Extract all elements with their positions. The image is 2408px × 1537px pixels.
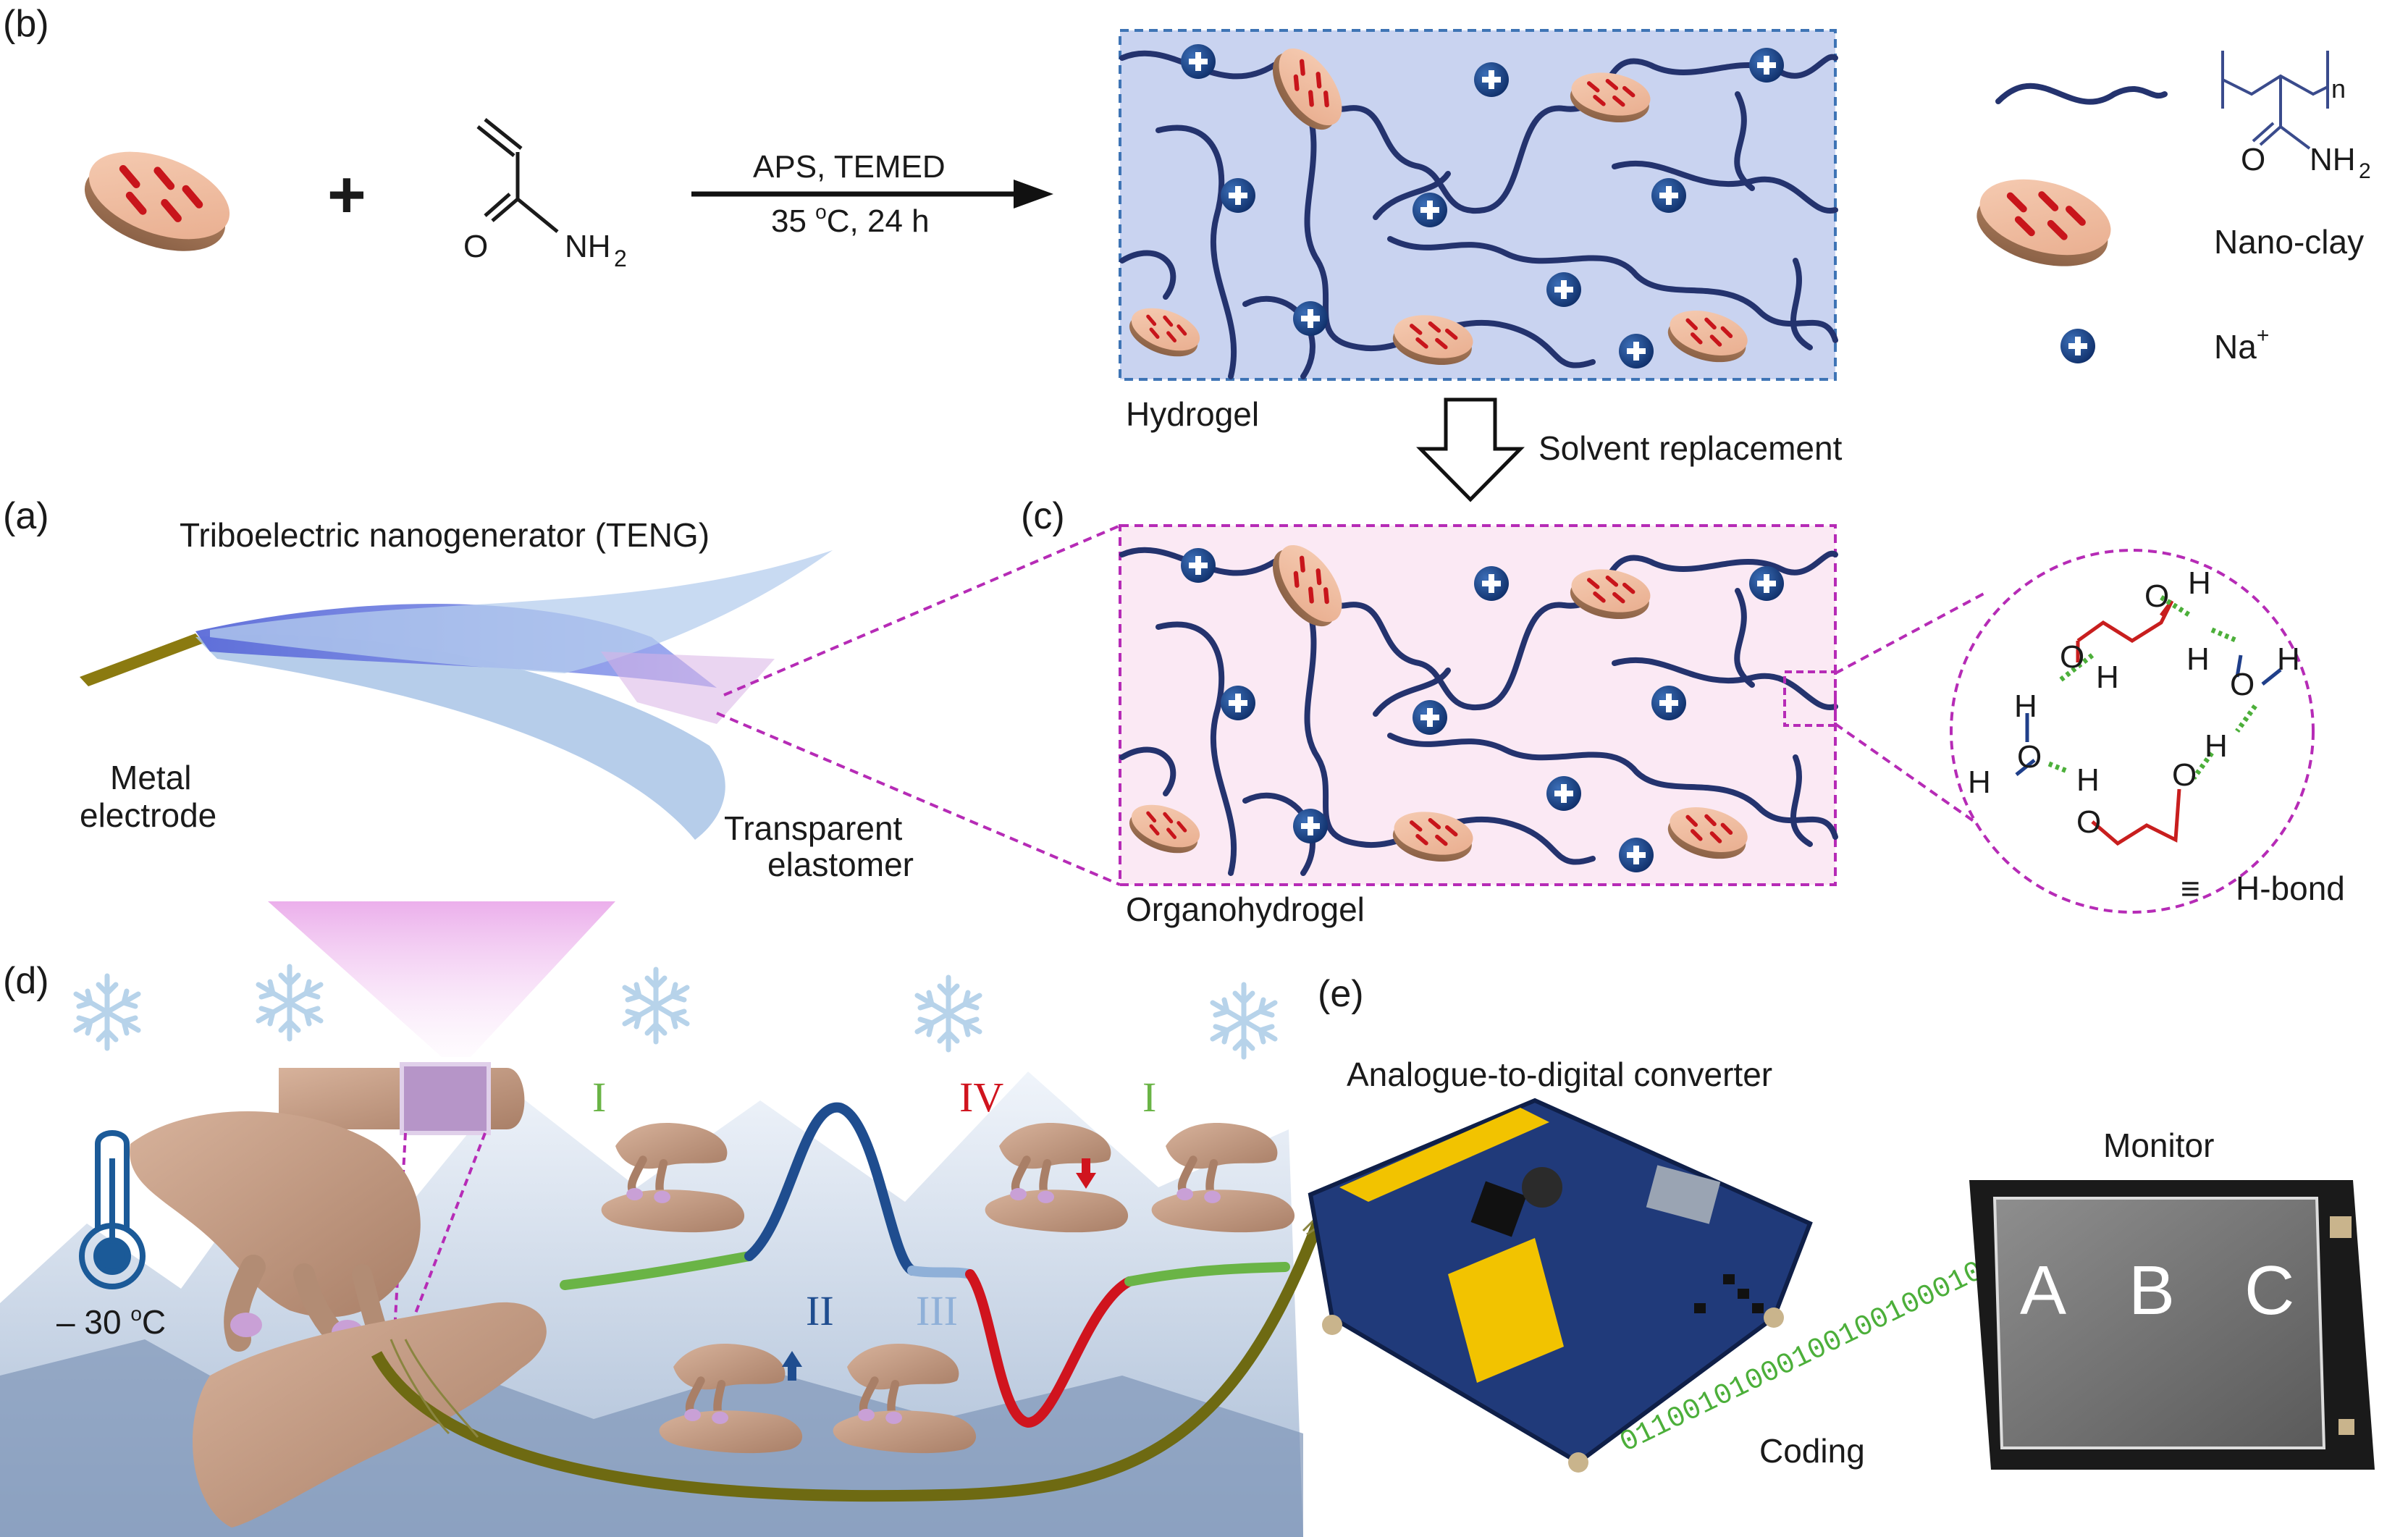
screen-letter-b: B (2129, 1252, 2175, 1329)
panel-label-d: (d) (3, 960, 49, 1002)
snowflake-icon (258, 967, 321, 1039)
metal-electrode-line2: electrode (80, 796, 216, 834)
temperature-label: – 30 oC (56, 1302, 166, 1341)
acrylamide-structure (476, 118, 559, 233)
hbond-legend-symbol: ≡ (2181, 869, 2200, 907)
conditions-tail: C, 24 h (827, 203, 930, 239)
conditions-main: 35 (771, 203, 815, 239)
acrylamide-nh: NH (565, 229, 611, 264)
na-ion-icon (2060, 329, 2095, 363)
temperature-sup: o (130, 1302, 142, 1325)
hbond-atom-5: H (2186, 641, 2210, 677)
snowflake-icon (917, 977, 980, 1050)
elastomer-line2: elastomer (767, 846, 914, 883)
reaction-arrowhead (1014, 180, 1053, 209)
temperature-main: – 30 (56, 1303, 130, 1341)
hydrogel-box (1119, 29, 1838, 381)
large-hands (130, 1111, 547, 1528)
finger-with-sensor (279, 1062, 525, 1135)
adc-board (1308, 1098, 1813, 1473)
hbond-atom-3: O (2060, 639, 2084, 675)
nano-clay-legend-icon (1969, 167, 2119, 279)
coding-label: Coding (1759, 1432, 1865, 1470)
stage-label-3: III (916, 1287, 958, 1334)
solvent-replacement-arrow (1416, 397, 1525, 502)
stage-label-1: I (592, 1074, 606, 1121)
nano-clay-icon (73, 135, 242, 269)
organohydrogel-label: Organohydrogel (1126, 890, 1365, 928)
hbond-atom-14: O (2076, 804, 2101, 840)
plus-sign: + (327, 158, 366, 232)
arrow-down-icon (1076, 1158, 1096, 1189)
panel-label-e: (e) (1318, 973, 1364, 1015)
temperature-tail: C (142, 1303, 166, 1341)
teng-title: Triboelectric nanogenerator (TENG) (180, 516, 710, 554)
adc-label: Analogue-to-digital converter (1347, 1056, 1772, 1093)
hbond-atom-10: H (1968, 765, 1991, 800)
arrow-up-icon (782, 1351, 802, 1381)
teng-device (80, 550, 833, 840)
hbond-atom-9: O (2017, 739, 2042, 775)
hbond-legend-label: H-bond (2236, 869, 2345, 907)
hbond-atom-7: H (2277, 641, 2300, 677)
thermometer-icon (79, 1130, 146, 1289)
signal-curve (560, 1102, 1290, 1428)
polyacrylamide-n: n (2331, 74, 2346, 104)
zoom-lines-a-to-c (716, 524, 1121, 886)
hbond-atom-6: O (2230, 667, 2255, 702)
zoom-lines-c-to-hbond (1834, 592, 2007, 845)
panel-label-a: (a) (3, 495, 49, 537)
snowflake-icon (625, 969, 687, 1042)
organohydrogel-box (1119, 524, 1838, 886)
na-label: Na+ (2214, 324, 2269, 366)
monitor-label: Monitor (2103, 1127, 2214, 1164)
hbond-atom-8: H (2014, 689, 2037, 724)
na-text: Na (2214, 328, 2257, 366)
hbond-atom-13: H (2076, 762, 2100, 798)
hbond-atom-12: H (2205, 728, 2228, 764)
solvent-replacement-label: Solvent replacement (1538, 429, 1843, 467)
hbond-circle: O H O H H O H H O H O H H O (1950, 549, 2315, 914)
polymer-chain-legend (1995, 83, 2168, 105)
acrylamide-sub: 2 (614, 245, 627, 271)
polyacrylamide-sub: 2 (2359, 159, 2371, 183)
na-sup: + (2257, 324, 2270, 348)
stage-label-2: II (806, 1287, 834, 1334)
snowflake-icon (76, 976, 138, 1048)
polyacrylamide-structure (2221, 51, 2329, 150)
conditions-label: 35 oC, 24 h (771, 201, 930, 239)
hbond-atom-4: H (2096, 660, 2119, 695)
light-spot (268, 901, 615, 1057)
hbond-atom-2: H (2188, 565, 2211, 601)
elastomer-line1: Transparent (724, 809, 903, 847)
reagents-label: APS, TEMED (753, 149, 946, 185)
panel-label-b: (b) (3, 3, 49, 45)
polyacrylamide-o: O (2241, 142, 2265, 177)
screen-letter-a: A (2020, 1252, 2066, 1329)
signal-wire (371, 1221, 1323, 1502)
hbond-atom-1: O (2144, 578, 2169, 614)
acrylamide-o: O (463, 229, 488, 264)
screen-letter-c: C (2244, 1252, 2294, 1329)
hydrogel-label: Hydrogel (1126, 395, 1259, 433)
hbond-atom-11: O (2172, 757, 2197, 793)
stage-label-4: IV (959, 1074, 1003, 1121)
nano-clay-label: Nano-clay (2214, 223, 2364, 261)
stage-label-5: I (1142, 1074, 1156, 1121)
monitor (1969, 1180, 2375, 1470)
polyacrylamide-nh: NH (2310, 142, 2356, 177)
conditions-sup: o (815, 201, 827, 223)
panel-label-c: (c) (1021, 495, 1065, 537)
snowflake-icon (1213, 985, 1275, 1057)
metal-electrode-line1: Metal (110, 759, 191, 796)
